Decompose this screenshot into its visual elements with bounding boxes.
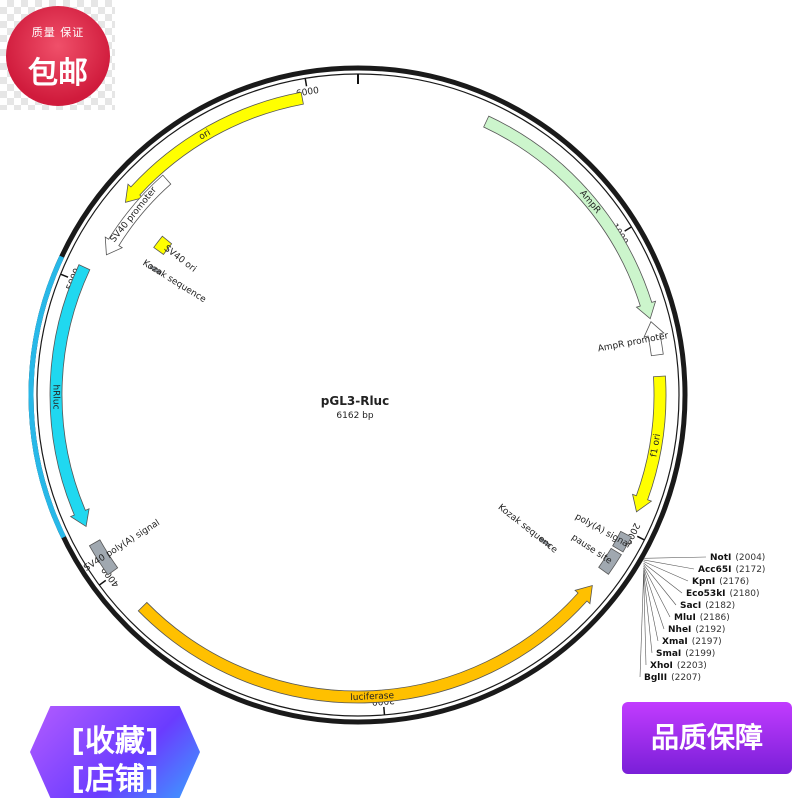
site-name: XmaI (662, 637, 688, 647)
badge-top-text: 质量 保证 (31, 26, 85, 39)
site-label: XhoI (2203) (650, 661, 707, 671)
site-position: (2186) (700, 613, 730, 623)
site-leader-line (639, 574, 644, 678)
feature-ampr (483, 115, 657, 320)
feature-kozak-2 (149, 264, 162, 275)
site-position: (2207) (671, 673, 701, 683)
feature-luciferase (137, 584, 593, 704)
feature-label-luciferase: luciferase (350, 691, 395, 703)
site-leader-lines (639, 556, 707, 678)
site-leader-line (643, 556, 707, 559)
site-leader-line (643, 561, 689, 582)
site-leader-line (643, 571, 653, 654)
site-label: SacI (2182) (680, 601, 735, 611)
site-position: (2197) (692, 637, 722, 647)
feature-pause-site (598, 547, 622, 575)
site-name: NheI (668, 625, 691, 635)
tick-mark (624, 226, 632, 232)
site-name: BglII (644, 673, 667, 683)
site-name: Eco53kI (686, 589, 726, 599)
badge-main-text: 包邮 (28, 56, 88, 91)
feature-sv40-promoter (104, 174, 172, 256)
feature-label-hrluc: hRluc (50, 384, 60, 409)
feature-label-f1-ori: f1 ori (649, 433, 663, 458)
site-position: (2199) (685, 649, 715, 659)
feature-ampr-promoter (643, 321, 665, 357)
site-position: (2192) (695, 625, 725, 635)
feature-sv40-ori (153, 235, 173, 256)
site-leader-line (643, 567, 665, 630)
shop-label: [店铺] (71, 762, 159, 797)
feature-f1-ori (632, 375, 667, 513)
site-position: (2176) (719, 577, 749, 587)
site-label: Eco53kI (2180) (686, 589, 759, 599)
site-position: (2203) (677, 661, 707, 671)
site-position: (2180) (730, 589, 760, 599)
site-name: NotI (710, 553, 731, 563)
site-label: NheI (2192) (668, 625, 725, 635)
site-leader-line (643, 559, 695, 570)
free-shipping-badge: 质量 保证 包邮 (6, 6, 110, 106)
feature-hrluc (49, 264, 91, 528)
site-name: SmaI (656, 649, 681, 659)
site-leader-line (643, 572, 647, 666)
feature-sv40-polya (88, 539, 119, 576)
site-name: MluI (674, 613, 696, 623)
tick-mark (60, 273, 69, 278)
site-label: SmaI (2199) (656, 649, 715, 659)
site-position: (2004) (735, 553, 765, 563)
feature-label-kozak-1: Kozak sequence (496, 503, 560, 556)
plasmid-size: 6162 bp (336, 411, 373, 421)
tick-mark (304, 78, 308, 87)
site-position: (2172) (736, 565, 766, 575)
site-leader-line (643, 562, 683, 594)
site-leader-line (643, 569, 659, 642)
site-name: Acc65I (698, 565, 732, 575)
feature-polya-signal (612, 530, 632, 553)
backbone-highlight (28, 255, 66, 539)
site-labels: NotI (2004)Acc65I (2172) KpnI (2176) Eco53kI (… (644, 553, 765, 683)
site-name: KpnI (692, 577, 715, 587)
feature-ori (124, 91, 304, 203)
site-label: MluI (2186) (674, 613, 730, 623)
favorite-label: [收藏] (71, 724, 159, 759)
feature-kozak-1 (538, 537, 551, 548)
site-name: SacI (680, 601, 701, 611)
site-label: XmaI (2197) (662, 637, 722, 647)
tick-mark (98, 579, 107, 586)
quality-guarantee-button[interactable]: 品质保障 (622, 702, 792, 774)
site-leader-line (643, 566, 671, 618)
feature-label-sv40-ori: SV40 ori (162, 244, 198, 275)
favorite-shop-button[interactable]: [收藏] [店铺] (30, 706, 200, 798)
tick-mark (383, 706, 386, 715)
site-label: BglII (2207) (644, 673, 701, 683)
site-name: XhoI (650, 661, 673, 671)
plasmid-name: pGL3-Rluc (321, 394, 389, 408)
site-leader-line (643, 564, 677, 606)
site-label: KpnI (2176) (692, 577, 749, 587)
tick-mark (636, 535, 645, 541)
site-position: (2182) (705, 601, 735, 611)
backbone-highlight-arc (28, 255, 66, 539)
site-label: NotI (2004) (710, 553, 765, 563)
site-label: Acc65I (2172) (698, 565, 765, 575)
